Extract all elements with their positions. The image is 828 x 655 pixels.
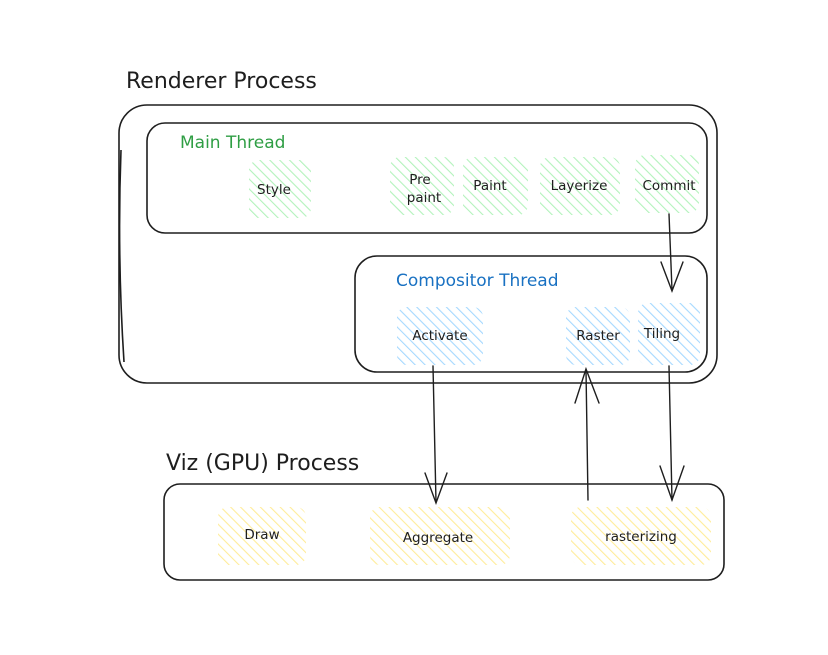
main-thread-frame <box>146 122 708 234</box>
main-node-label: Commit <box>642 178 695 194</box>
compositor-node-fill <box>566 307 630 365</box>
compositor-thread-frame <box>354 255 708 373</box>
arrow-commit-to-tiling <box>660 213 684 293</box>
compositor-thread-title: Compositor Thread <box>396 271 559 291</box>
main-node-label-line1: Pre <box>409 172 430 188</box>
main-thread-node-style: Style <box>249 160 311 218</box>
compositor-node-raster: Raster <box>566 307 630 365</box>
main-node-fill <box>249 160 311 218</box>
viz-node-aggregate: Aggregate <box>370 507 510 565</box>
main-node-label: Layerize <box>551 178 608 194</box>
viz-node-label: Draw <box>244 527 279 543</box>
viz-node-draw: Draw <box>218 507 306 565</box>
arrow-shaft <box>585 369 589 501</box>
viz-node-label: rasterizing <box>605 529 677 545</box>
main-node-fill <box>635 155 699 213</box>
compositor-node-fill <box>638 303 700 365</box>
arrow-rasterizing-to-raster <box>574 366 600 501</box>
main-node-label: Style <box>257 182 291 198</box>
viz-process-frame <box>163 483 725 581</box>
renderer-process-title: Renderer Process <box>126 69 317 94</box>
arrow-activate-to-aggregate <box>424 365 448 506</box>
viz-node-rasterizing: rasterizing <box>571 507 711 565</box>
main-node-label: Paint <box>473 178 506 194</box>
arrow-shaft <box>668 365 673 501</box>
arrow-tiling-to-rasterizing <box>659 365 685 503</box>
compositor-node-label: Activate <box>412 328 467 344</box>
renderer-process-sketch-line <box>118 149 125 363</box>
arrow-shaft <box>432 365 437 503</box>
main-thread-node-paint: Paint <box>463 157 528 215</box>
viz-process-title: Viz (GPU) Process <box>166 451 359 476</box>
arrow-head <box>660 261 684 293</box>
main-node-fill <box>390 157 454 215</box>
compositor-node-label: Raster <box>576 328 620 344</box>
main-thread-node-commit: Commit <box>635 155 699 213</box>
main-thread-node-prepaint: Pre paint <box>390 157 454 215</box>
main-node-fill <box>540 157 620 215</box>
compositor-node-fill <box>397 307 483 365</box>
compositor-node-tiling: Tiling <box>638 303 700 365</box>
viz-node-fill <box>218 507 306 565</box>
compositor-node-activate: Activate <box>397 307 483 365</box>
viz-node-fill <box>571 507 711 565</box>
main-thread-title: Main Thread <box>180 133 285 153</box>
arrow-head <box>659 465 685 503</box>
main-thread-node-layerize: Layerize <box>540 157 620 215</box>
viz-node-label: Aggregate <box>403 530 473 546</box>
viz-node-fill <box>370 507 510 565</box>
arrow-head <box>574 366 600 404</box>
main-node-fill <box>463 157 528 215</box>
arrow-head <box>424 472 448 506</box>
main-node-label-line2: paint <box>407 190 441 206</box>
arrow-shaft <box>668 213 673 291</box>
compositor-node-label: Tiling <box>643 326 680 342</box>
